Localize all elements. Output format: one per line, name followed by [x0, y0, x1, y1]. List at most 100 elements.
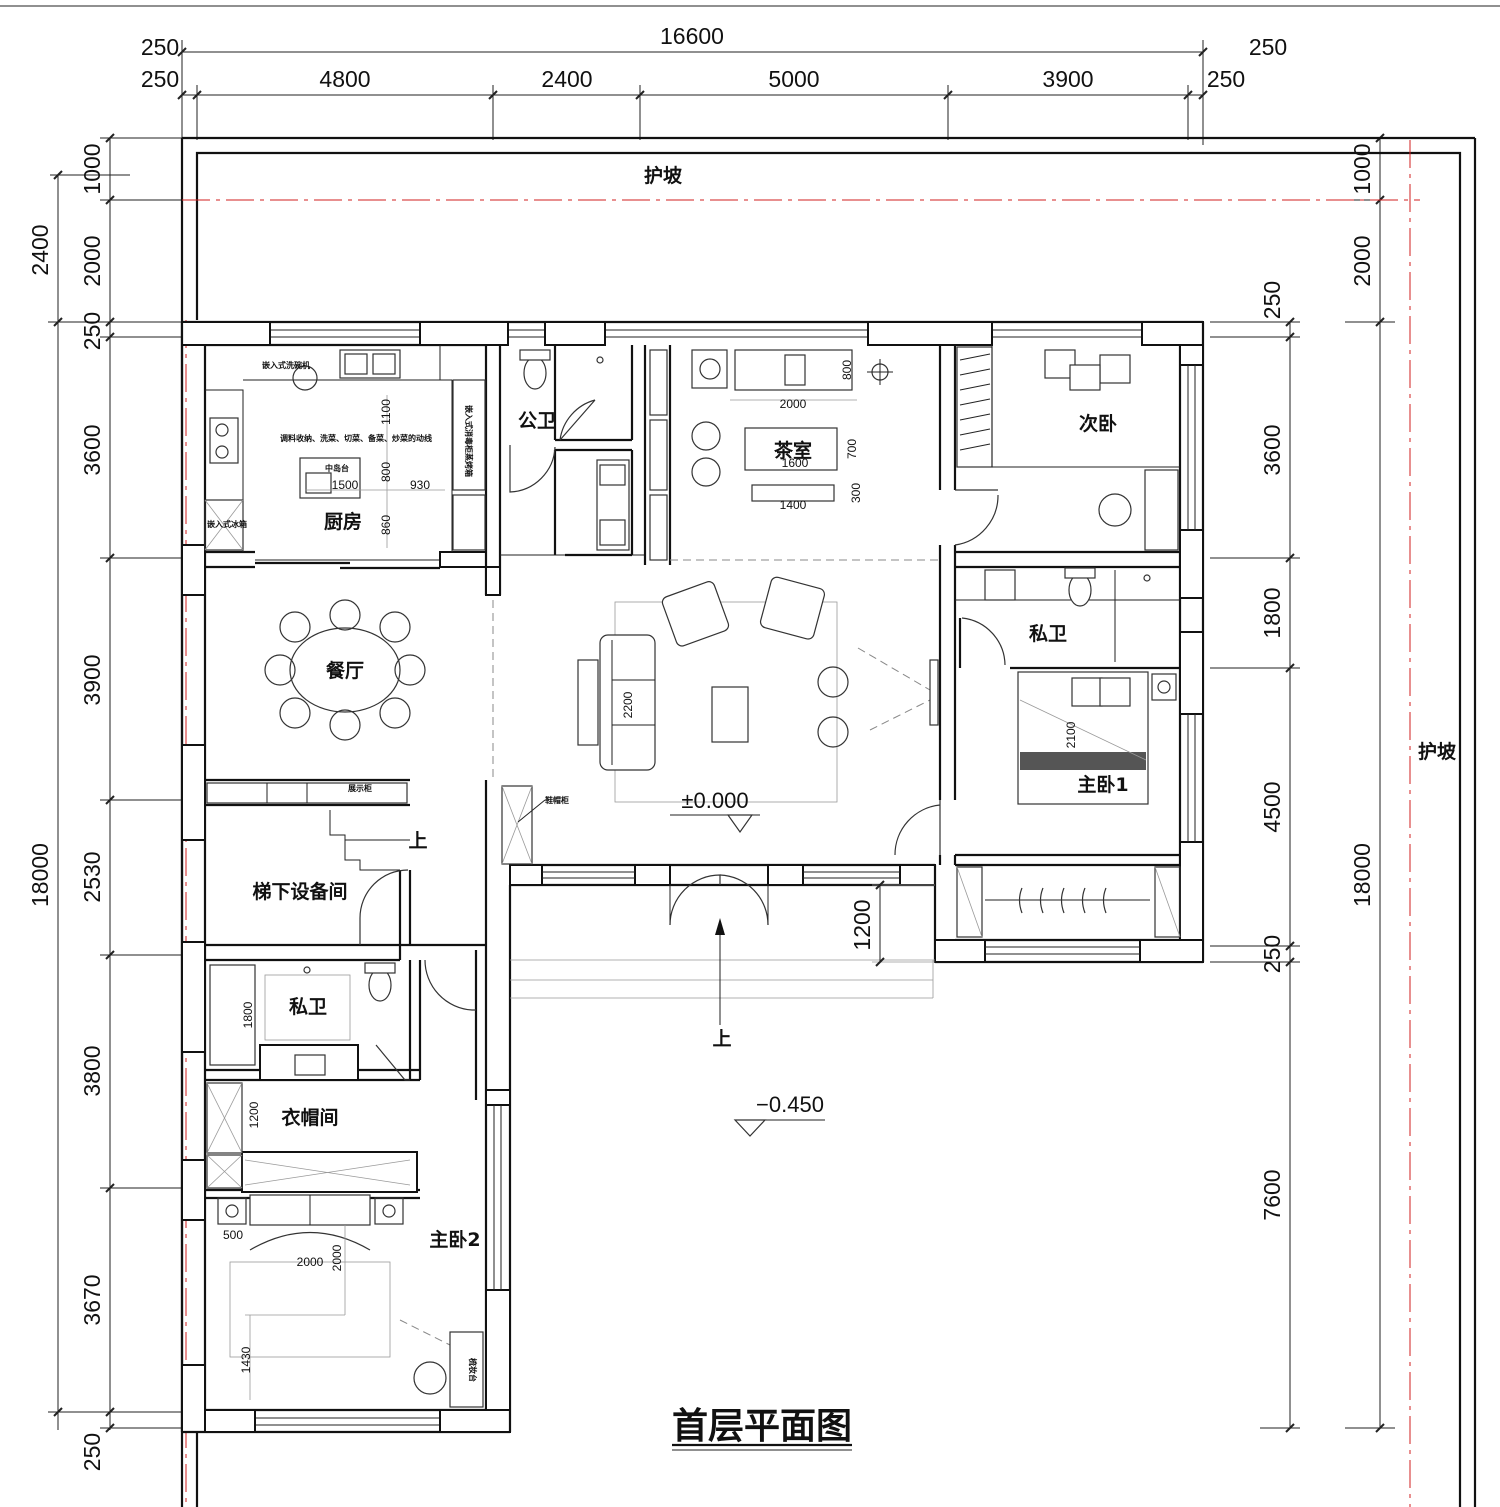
exterior-walls	[180, 320, 1205, 1434]
dim-left-3800: 3800	[79, 1045, 105, 1096]
dim-right-3600: 3600	[1259, 424, 1285, 475]
kitchen-stove	[209, 417, 239, 464]
tea-table	[744, 427, 838, 471]
apron-label-top: 护坡	[644, 164, 683, 187]
room-label-private-wc-1: 私卫	[1029, 623, 1067, 645]
entrance-steps: 上 1200	[510, 880, 935, 1050]
top-dimensions: 16600 250 250 250 250 4800 2400 5000 390…	[141, 23, 1287, 145]
dim-left-250-bottom: 250	[79, 1433, 105, 1471]
door-second-bedroom	[954, 489, 999, 546]
dim-seg-3: 5000	[768, 66, 819, 92]
second-bedroom-chair	[1098, 493, 1132, 527]
living-dim-2200: 2200	[621, 691, 635, 718]
dim-right-18000: 18000	[1349, 843, 1375, 907]
dim-left-3600: 3600	[79, 424, 105, 475]
stair-shelf-label: 展示柜	[347, 783, 372, 793]
tea-dim-700: 700	[845, 439, 859, 459]
living-room: 鞋帽柜 2200 ±0.000	[501, 576, 939, 865]
dim-left-2400: 2400	[27, 224, 53, 275]
outside-elevation: −0.450	[733, 1092, 825, 1137]
kitchen-island	[299, 457, 361, 499]
coffee-table	[711, 686, 749, 743]
dining-room: 餐厅	[264, 599, 426, 741]
kitchen-dim-800: 800	[379, 462, 393, 482]
room-label-kitchen: 厨房	[324, 510, 362, 533]
tea-dim-800: 800	[840, 360, 854, 380]
dim-left-offset-b: 250	[141, 66, 179, 92]
dim-right-250: 250	[1259, 281, 1285, 319]
door-public-wc	[509, 445, 556, 493]
dim-right-7600: 7600	[1259, 1169, 1285, 1220]
second-bedroom-wardrobe	[956, 346, 993, 468]
room-label-private-wc-2: 私卫	[289, 996, 327, 1018]
doors	[255, 399, 1006, 1081]
master-2-dim-2000a: 2000	[297, 1255, 324, 1269]
room-label-dining: 餐厅	[326, 659, 364, 682]
private-wc-1-toilet	[1068, 573, 1092, 607]
dim-entrance-1200: 1200	[849, 899, 875, 950]
wc2-shower	[209, 964, 256, 1066]
private-wc-2: 1800 私卫	[209, 962, 396, 1076]
master-2-dresser-label: 梳妆台	[468, 1357, 478, 1382]
private-wc-1: 私卫	[984, 567, 1151, 662]
wc2-dim-1800: 1800	[241, 1001, 255, 1028]
entrance-arrow-icon	[715, 918, 725, 935]
public-wc: 公卫	[518, 349, 630, 551]
master-2-dim-1430: 1430	[239, 1346, 253, 1373]
room-label-second-bedroom: 次卧	[1079, 412, 1117, 435]
master-2-dim-2000b: 2000	[330, 1244, 344, 1271]
master-2-bed	[229, 1261, 391, 1358]
room-label-master-1: 主卧1	[1077, 774, 1128, 796]
kitchen-sink	[339, 349, 401, 379]
closet-hangers	[1018, 887, 1107, 914]
drawing-title-text: 首层平面图	[672, 1406, 852, 1447]
dim-seg-1: 4800	[319, 66, 370, 92]
outside-elevation-text: −0.450	[756, 1092, 824, 1117]
tea-dim-300: 300	[849, 483, 863, 503]
dim-right-1800: 1800	[1259, 587, 1285, 638]
tea-dim-2000: 2000	[780, 397, 807, 411]
dining-chairs	[264, 599, 426, 741]
shoe-cabinet-label: 鞋帽柜	[545, 795, 569, 805]
outside-elevation-marker-icon	[733, 1119, 767, 1137]
room-label-cloakroom: 衣帽间	[281, 1106, 338, 1129]
tea-dim-1600: 1600	[782, 456, 809, 470]
wardrobe-hangers	[959, 353, 991, 451]
kitchen-tall-cabinet-label: 嵌入式消毒柜蒸烤箱	[464, 405, 474, 477]
kitchen-island-label: 中岛台	[325, 463, 349, 473]
apron-label-right: 护坡	[1418, 740, 1457, 763]
kitchen-dishwasher-label: 嵌入式洗碗机	[262, 360, 310, 370]
cloak-dim-1200: 1200	[247, 1101, 261, 1128]
living-sofa	[599, 634, 656, 771]
stair-equipment: 展示柜 上 梯下设备间	[206, 782, 428, 903]
kitchen-chef-figure	[292, 365, 318, 391]
master-bedroom-2: 梳妆台 500 2000 2000 1430 主卧2	[217, 1194, 484, 1408]
kitchen-dim-860: 860	[379, 515, 393, 535]
dim-right-2000: 2000	[1349, 235, 1375, 286]
master-2-dim-500: 500	[223, 1228, 243, 1242]
room-label-equipment: 梯下设备间	[252, 880, 347, 903]
right-dimensions: 1000 2000 18000 250 3600 1800 4500 250 7…	[1210, 133, 1395, 1433]
kitchen-dim-930: 930	[410, 478, 430, 492]
dim-right-offset-a: 250	[1249, 34, 1287, 60]
entrance-up-label: 上	[712, 1028, 731, 1050]
dim-left-3900: 3900	[79, 654, 105, 705]
tea-dim-1400: 1400	[780, 498, 807, 512]
dim-right-250-mid: 250	[1259, 935, 1285, 973]
dim-right-offset-b: 250	[1207, 66, 1245, 92]
public-wc-toilet	[523, 356, 547, 390]
door-master-1	[894, 800, 941, 856]
wc2-toilet	[368, 968, 392, 1002]
dim-left-1000: 1000	[79, 143, 105, 194]
elevation-marker-icon	[726, 814, 754, 834]
dim-seg-4: 3900	[1042, 66, 1093, 92]
living-armchair	[661, 581, 730, 647]
dim-left-offset-a: 250	[141, 34, 179, 60]
dim-left-250: 250	[79, 312, 105, 350]
kitchen-dim-1100: 1100	[379, 399, 393, 425]
dim-right-4500: 4500	[1259, 781, 1285, 832]
dim-left-2000: 2000	[79, 235, 105, 286]
stair-treads	[329, 810, 400, 871]
second-bedroom: 次卧	[956, 345, 1180, 551]
